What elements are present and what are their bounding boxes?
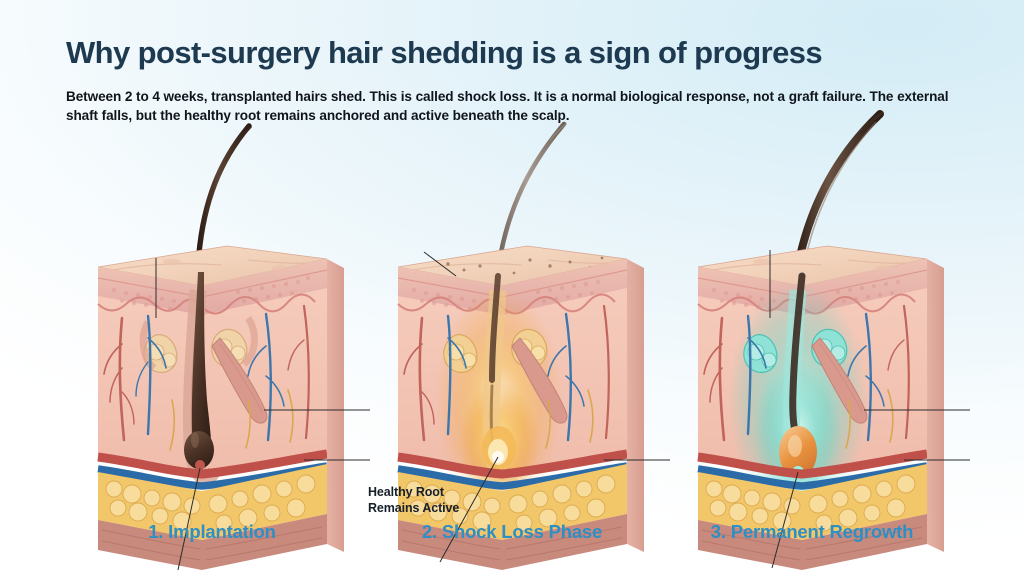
- caption-implantation: 1. Implantation: [148, 521, 276, 542]
- skin-block-diagram-2: [397, 121, 670, 570]
- muscle-layer-left-1: [98, 520, 202, 570]
- arrector-pili-muscle-2: [511, 337, 568, 424]
- block-side-face-2: [627, 259, 644, 552]
- skin-block-diagram-3: [697, 110, 970, 570]
- epidermis-band-1: [98, 267, 202, 315]
- panel-permanent-regrowth: [652, 100, 972, 570]
- fat-globules-1: [105, 474, 316, 532]
- muscle-layer-left-2: [398, 520, 502, 570]
- hair-shaft-1: [195, 123, 252, 269]
- fat-globules-2: [405, 474, 616, 532]
- blood-vessels-1: [103, 304, 310, 451]
- panel-implantation: [52, 100, 372, 571]
- arrector-pili-muscle-1: [211, 337, 268, 424]
- muscle-layer-right-1: [202, 514, 327, 570]
- leader-lines-3: [769, 250, 970, 569]
- epidermis-texture-1: [111, 276, 310, 311]
- caption-permanent-regrowth: 3. Permanent Regrowth: [710, 521, 914, 542]
- dermis-front-right-1: [202, 259, 327, 480]
- caption-shock-loss: 2. Shock Loss Phase: [421, 521, 603, 542]
- page-title: Why post-surgery hair shedding is a sign…: [66, 35, 823, 70]
- panel-shock-loss: [352, 100, 672, 570]
- muscle-layer-right-3: [802, 514, 927, 570]
- arrector-pili-muscle-3: [811, 337, 868, 424]
- blood-vessels-2: [403, 304, 610, 449]
- artery-plexus-1: [97, 449, 328, 479]
- healthy-root-annotation: Healthy Root Remains Active: [368, 485, 460, 515]
- muscle-layer-left-3: [698, 520, 802, 570]
- leader-lines-1: [155, 258, 370, 571]
- dermal-papilla-1: [195, 460, 205, 470]
- hair-follicle-bulb-1: [191, 272, 212, 466]
- retained-shaft-stub-2: [489, 273, 501, 383]
- leader-lines-2: [423, 251, 670, 563]
- muscle-layer-right-2: [502, 514, 627, 570]
- block-side-face-3: [927, 259, 944, 552]
- artery-plexus-3: [697, 449, 928, 479]
- block-side-face-1: [327, 259, 344, 552]
- blood-vessels-3: [703, 304, 910, 449]
- fat-globules-3: [705, 474, 916, 532]
- skin-block-diagram-1: [97, 123, 370, 571]
- page-subtitle: Between 2 to 4 weeks, transplanted hairs…: [66, 89, 949, 124]
- artery-plexus-2: [397, 449, 628, 479]
